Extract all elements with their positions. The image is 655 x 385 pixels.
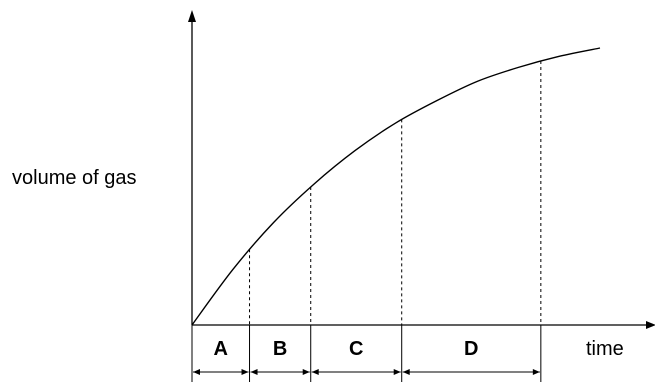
interval-arrowhead-right-d — [532, 369, 540, 375]
interval-arrowhead-left-b — [250, 369, 258, 375]
interval-label-b: B — [273, 338, 287, 360]
interval-arrowhead-right-c — [393, 369, 401, 375]
x-axis-arrowhead — [646, 321, 655, 329]
y-axis-label: volume of gas — [12, 167, 137, 189]
gas-volume-curve — [191, 47, 601, 326]
interval-markers: A B C D — [191, 325, 542, 382]
interval-arrowhead-right-a — [241, 369, 249, 375]
interval-label-a: A — [214, 338, 228, 360]
axes — [188, 10, 655, 329]
x-axis-label: time — [586, 338, 624, 360]
interval-label-d: D — [464, 338, 478, 360]
interval-label-c: C — [349, 338, 363, 360]
y-axis-arrowhead — [188, 10, 196, 22]
interval-arrowhead-left-c — [311, 369, 319, 375]
interval-arrowhead-left-d — [402, 369, 410, 375]
interval-arrowhead-left-a — [193, 369, 200, 375]
interval-drop-lines — [249, 60, 542, 325]
interval-arrowhead-right-b — [302, 369, 310, 375]
